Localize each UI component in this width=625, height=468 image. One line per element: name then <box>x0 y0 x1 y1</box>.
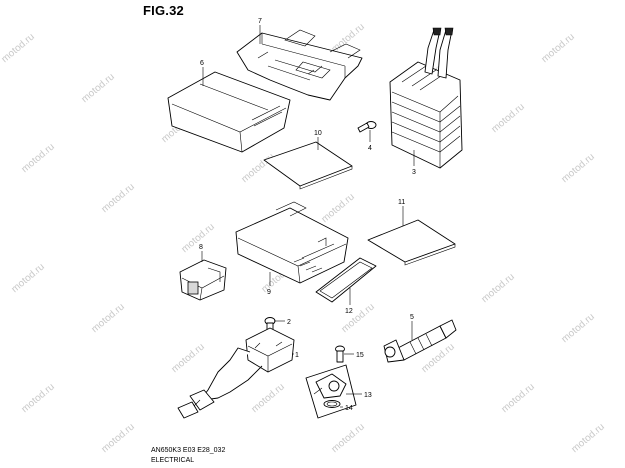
watermark-text: motod.ru <box>240 151 277 185</box>
callout-5: 5 <box>410 314 414 321</box>
part-8-connector <box>179 259 227 301</box>
callout-15: 15 <box>356 352 364 359</box>
part-12-seal <box>315 257 377 303</box>
part-6-ecm-unit <box>167 71 291 153</box>
callout-9: 9 <box>267 289 271 296</box>
watermark-text: motod.ru <box>100 181 137 215</box>
watermark-text: motod.ru <box>80 71 117 105</box>
callout-1: 1 <box>295 352 299 359</box>
watermark-text: motod.ru <box>330 21 367 55</box>
part-5-sensor <box>383 319 457 363</box>
figure-title: FIG.32 <box>143 3 184 18</box>
callout-14: 14 <box>345 405 353 412</box>
watermark-text: motod.ru <box>0 31 37 65</box>
watermark-text: motod.ru <box>480 271 517 305</box>
watermark-text: motod.ru <box>330 421 367 455</box>
part-10-pad <box>263 141 353 190</box>
callout-3: 3 <box>412 169 416 176</box>
callout-8: 8 <box>199 244 203 251</box>
watermark-text: motod.ru <box>20 381 57 415</box>
callout-6: 6 <box>200 60 204 67</box>
watermark-text: motod.ru <box>320 191 357 225</box>
part-11-pad <box>367 219 456 266</box>
part-4-bolt <box>357 121 377 133</box>
category-label: ELECTRICAL <box>151 457 195 464</box>
callout-7: 7 <box>258 18 262 25</box>
callout-4: 4 <box>368 145 372 152</box>
watermark-text: motod.ru <box>500 381 537 415</box>
callout-2: 2 <box>287 319 291 326</box>
watermark-text: motod.ru <box>560 311 597 345</box>
part-15-bolt <box>335 345 345 363</box>
callout-labels: 7 6 3 4 10 11 8 9 12 2 1 5 15 13 14 <box>199 18 416 412</box>
part-1-starter-relay <box>177 327 295 419</box>
watermark-text: motod.ru <box>570 421 607 455</box>
watermark-text: motod.ru <box>490 101 527 135</box>
watermark-text: motod.ru <box>340 301 377 335</box>
watermark-text: motod.ru <box>90 301 127 335</box>
watermark-text: motod.ru <box>10 261 47 295</box>
callout-11: 11 <box>398 199 405 206</box>
watermark-text: motod.ru <box>170 341 207 375</box>
part-9-control-unit <box>235 201 349 284</box>
watermark-text: motod.ru <box>20 141 57 175</box>
callout-10: 10 <box>314 130 322 137</box>
callout-13: 13 <box>364 392 372 399</box>
part-13-sensor-assembly <box>305 364 357 419</box>
watermark-text: motod.ru <box>560 151 597 185</box>
leader-lines <box>201 25 415 408</box>
watermark-text: motod.ru <box>100 421 137 455</box>
callout-12: 12 <box>345 308 353 315</box>
watermark-text: motod.ru <box>540 31 577 65</box>
part-7-bracket-tray <box>236 29 363 101</box>
part-3-regulator <box>389 27 463 169</box>
watermark-text: motod.ru <box>250 381 287 415</box>
model-code: AN650K3 E03 E28_032 <box>151 447 226 454</box>
